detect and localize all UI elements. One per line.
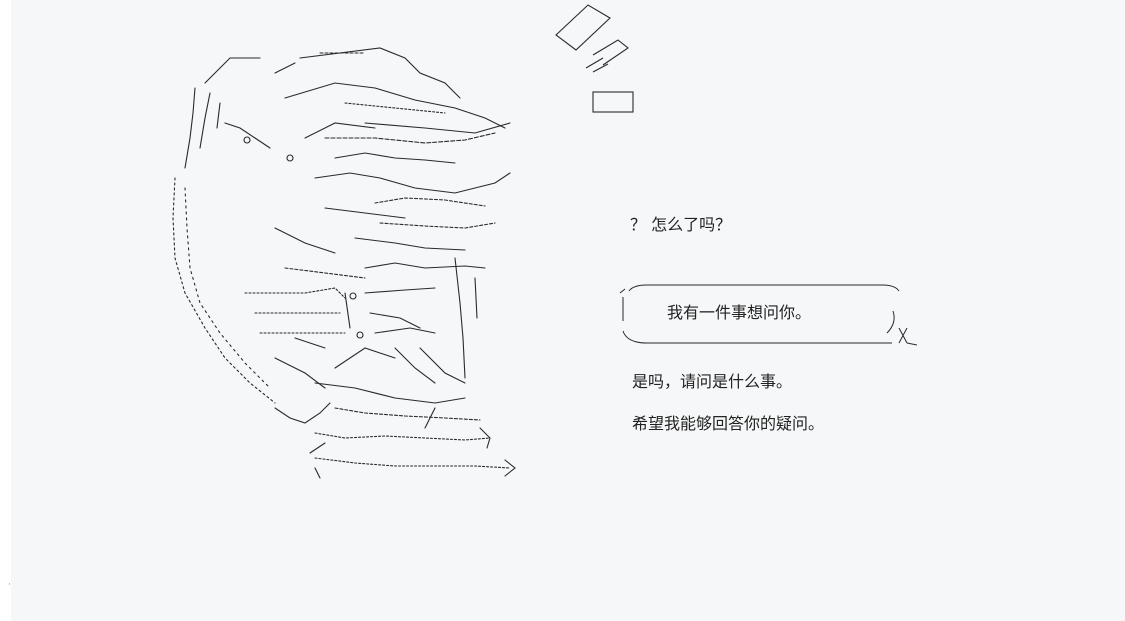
character-line-drawing <box>172 47 516 479</box>
left-margin-strip <box>0 0 11 621</box>
ascii-art-character <box>165 28 565 488</box>
question-line: ？ 怎么了吗？ <box>630 215 732 234</box>
sparkle-lines <box>555 4 634 113</box>
reply-line-2: 希望我能够回答你的疑问。 <box>632 414 825 433</box>
corner-dot: · <box>8 580 11 590</box>
speech-bubble-outline <box>619 284 918 346</box>
reply-line-1: 是吗，请问是什么事。 <box>632 372 793 391</box>
bubble-text: 我有一件事想问你。 <box>667 303 812 322</box>
decorative-sparkle-marks <box>548 0 648 120</box>
speech-bubble: 我有一件事想问你。 <box>617 283 922 347</box>
